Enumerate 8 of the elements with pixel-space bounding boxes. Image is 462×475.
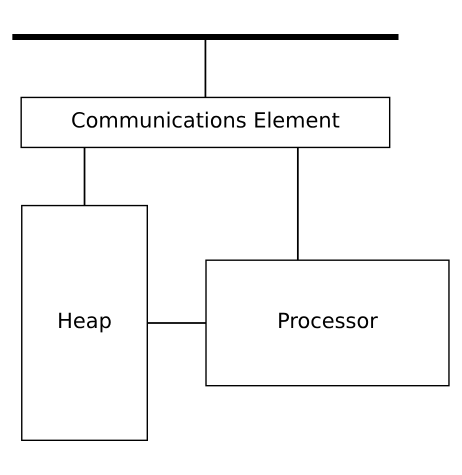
connector bbox=[84, 148, 86, 206]
connector bbox=[204, 39, 206, 98]
node-box: Processor bbox=[205, 259, 450, 386]
connector bbox=[147, 322, 206, 324]
node-box: Heap bbox=[21, 204, 148, 442]
node-bar bbox=[12, 34, 399, 40]
connector bbox=[296, 148, 299, 260]
node-box: Communications Element bbox=[20, 96, 390, 148]
